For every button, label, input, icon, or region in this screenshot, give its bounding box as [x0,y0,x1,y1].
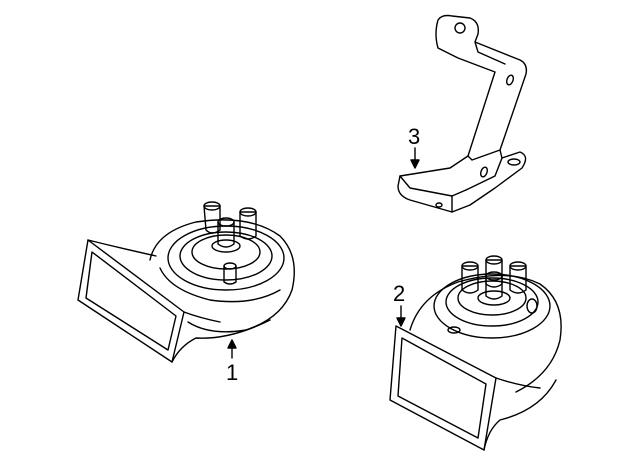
leader-arrows [227,147,420,359]
callout-3: 3 [408,124,421,149]
horn-part-1 [77,201,295,363]
callout-2: 2 [393,281,406,306]
callout-1: 1 [226,360,239,385]
bracket-part-3 [397,14,528,213]
horn-part-2 [389,255,562,451]
